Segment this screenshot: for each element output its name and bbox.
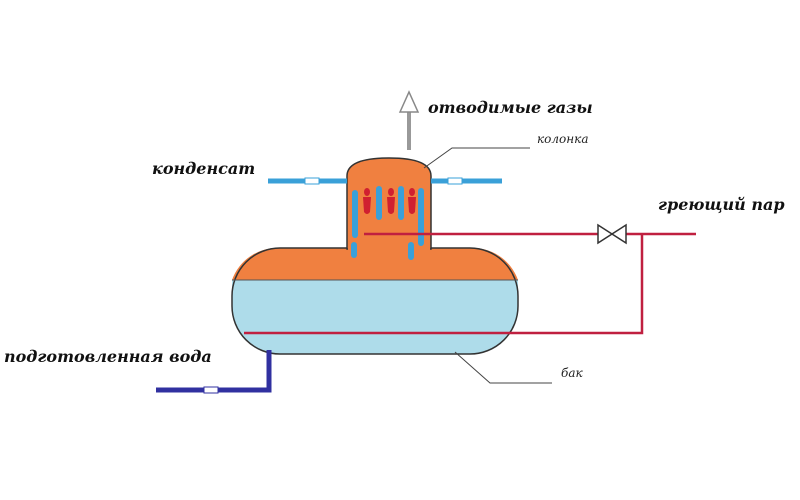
condensate-pipe-right <box>431 177 502 185</box>
column-label: колонка <box>537 132 588 146</box>
heating-steam-pipe <box>244 232 696 335</box>
column-trays <box>351 186 424 260</box>
exhaust-arrow-icon <box>398 90 420 150</box>
tank-label: бак <box>561 366 583 380</box>
column-steam-drops <box>363 188 416 214</box>
tank-steam-zone <box>232 247 518 280</box>
treated-water-pipe <box>156 350 272 394</box>
condensate-label: конденсат <box>152 159 255 178</box>
exhaust-gases-label: отводимые газы <box>428 98 593 117</box>
valve-icon <box>597 223 627 245</box>
tank-leader-line <box>454 351 552 384</box>
tank <box>231 247 519 355</box>
treated-water-label: подготовленная вода <box>4 347 212 366</box>
condensate-pipe-left <box>268 177 347 185</box>
column-leader-line <box>423 147 530 169</box>
tank-water-zone <box>232 280 518 354</box>
heating-steam-label: греющий пар <box>658 195 785 214</box>
